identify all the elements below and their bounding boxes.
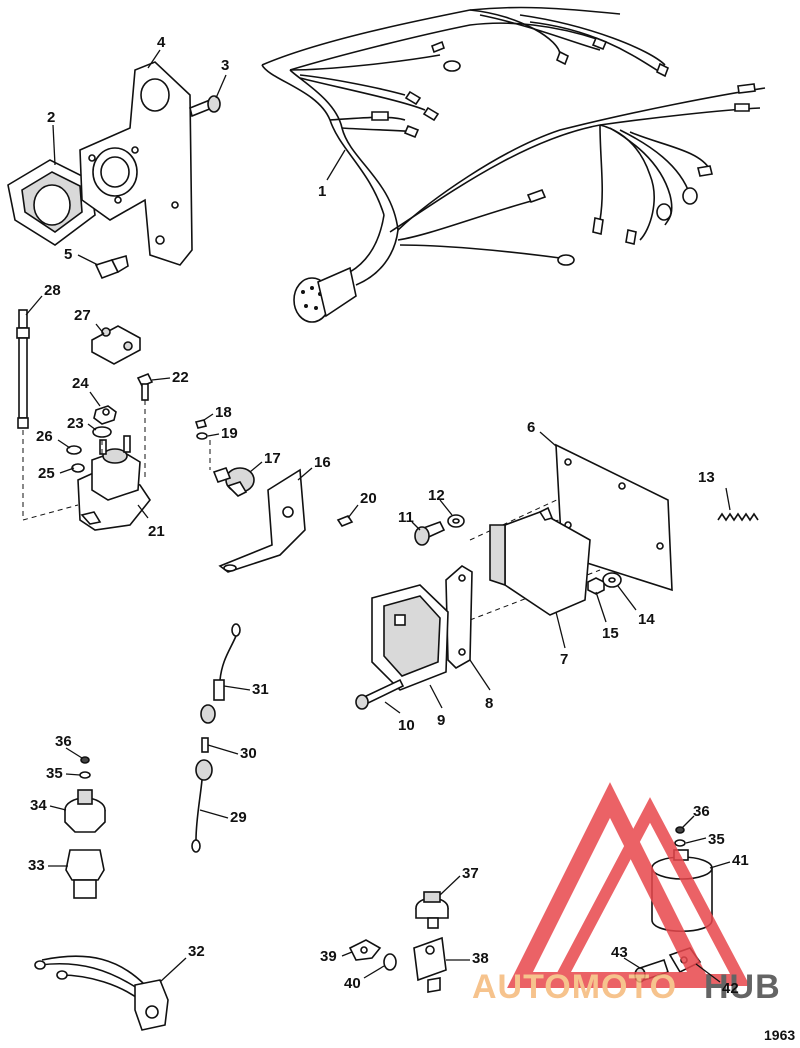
callout-10: 10 (398, 717, 415, 734)
callout-19: 19 (221, 425, 238, 442)
screw-3 (189, 95, 221, 118)
washer-26 (66, 445, 82, 455)
callout-11: 11 (398, 509, 414, 526)
callout-15: 15 (602, 625, 619, 642)
callout-13: 13 (698, 469, 715, 486)
callout-6: 6 (527, 419, 535, 436)
callout-40: 40 (344, 975, 361, 992)
nut-36-left (80, 756, 90, 764)
watermark-logo: AUTOMOTO HUB (472, 782, 781, 1006)
callout-34: 34 (30, 797, 47, 814)
sensor-bracket-16 (218, 468, 306, 573)
callout-14: 14 (638, 611, 655, 628)
callout-32: 32 (188, 943, 205, 960)
callout-27: 27 (74, 307, 91, 324)
nut-25 (71, 463, 85, 473)
callout-37: 37 (462, 865, 479, 882)
switch-37 (415, 891, 449, 929)
sensor-32 (34, 955, 169, 1031)
callout-18: 18 (215, 404, 232, 421)
fitting-39 (348, 939, 382, 961)
callout-29: 29 (230, 809, 247, 826)
bracket-8 (445, 565, 473, 669)
callout-35-left: 35 (46, 765, 63, 782)
spring-13 (717, 512, 759, 522)
terminal-bracket-27 (91, 325, 141, 365)
washer-12 (447, 514, 465, 528)
callout-8: 8 (485, 695, 493, 712)
sensor-17 (212, 467, 255, 497)
nut-36-right (675, 826, 685, 834)
callout-43: 43 (611, 944, 628, 961)
control-module-7 (489, 506, 591, 616)
callout-36-left: 36 (55, 733, 72, 750)
rubber-boot (7, 159, 96, 246)
figure-number: 1963 (764, 1027, 795, 1043)
callout-2: 2 (47, 109, 55, 126)
callout-31: 31 (252, 681, 269, 698)
nut-15 (587, 577, 605, 595)
watermark-text-hub: HUB (704, 968, 781, 1006)
wiring-harness (261, 6, 766, 323)
solenoid (77, 435, 151, 531)
callout-42: 42 (722, 980, 739, 997)
ignition-module-9 (371, 584, 449, 691)
callout-36-right: 36 (693, 803, 710, 820)
o-ring-40 (383, 953, 397, 971)
callout-20: 20 (360, 490, 377, 507)
washer-35-right (674, 839, 686, 847)
callout-12: 12 (428, 487, 445, 504)
callout-24: 24 (72, 375, 89, 392)
stud-28 (16, 309, 30, 429)
callout-35-right: 35 (708, 831, 725, 848)
screw-20 (336, 515, 354, 527)
callout-26: 26 (36, 428, 53, 445)
callout-16: 16 (314, 454, 331, 471)
mounting-bracket (79, 61, 193, 266)
callout-23: 23 (67, 415, 84, 432)
callout-28: 28 (44, 282, 61, 299)
fitting-38 (413, 936, 447, 993)
sensor-lead-31 (200, 623, 241, 724)
callout-21: 21 (148, 523, 165, 540)
sender-34 (64, 789, 106, 833)
screw-18 (194, 419, 208, 429)
washer-23 (92, 426, 112, 438)
callout-33: 33 (28, 857, 45, 874)
callout-5: 5 (64, 246, 72, 263)
nut-24 (93, 405, 117, 425)
sensor-30 (201, 737, 209, 753)
washer-19 (196, 432, 208, 440)
watermark-text-automoto: AUTOMOTO (472, 968, 677, 1006)
sensor-29 (191, 759, 213, 853)
callout-9: 9 (437, 712, 445, 729)
callout-3: 3 (221, 57, 229, 74)
bolt-10 (355, 678, 405, 710)
adapter-33 (65, 849, 105, 899)
callout-22: 22 (172, 369, 189, 386)
washer-35-left (79, 771, 91, 779)
callout-39: 39 (320, 948, 337, 965)
callout-41: 41 (732, 852, 749, 869)
washer-14 (602, 572, 622, 588)
callout-17: 17 (264, 450, 281, 467)
callout-1: 1 (318, 183, 326, 200)
callout-30: 30 (240, 745, 257, 762)
callout-7: 7 (560, 651, 568, 668)
callout-4: 4 (157, 34, 166, 51)
screw-5 (94, 254, 129, 280)
callout-38: 38 (472, 950, 489, 967)
callout-25: 25 (38, 465, 55, 482)
bolt-22 (136, 372, 154, 401)
screw-11 (414, 521, 446, 546)
